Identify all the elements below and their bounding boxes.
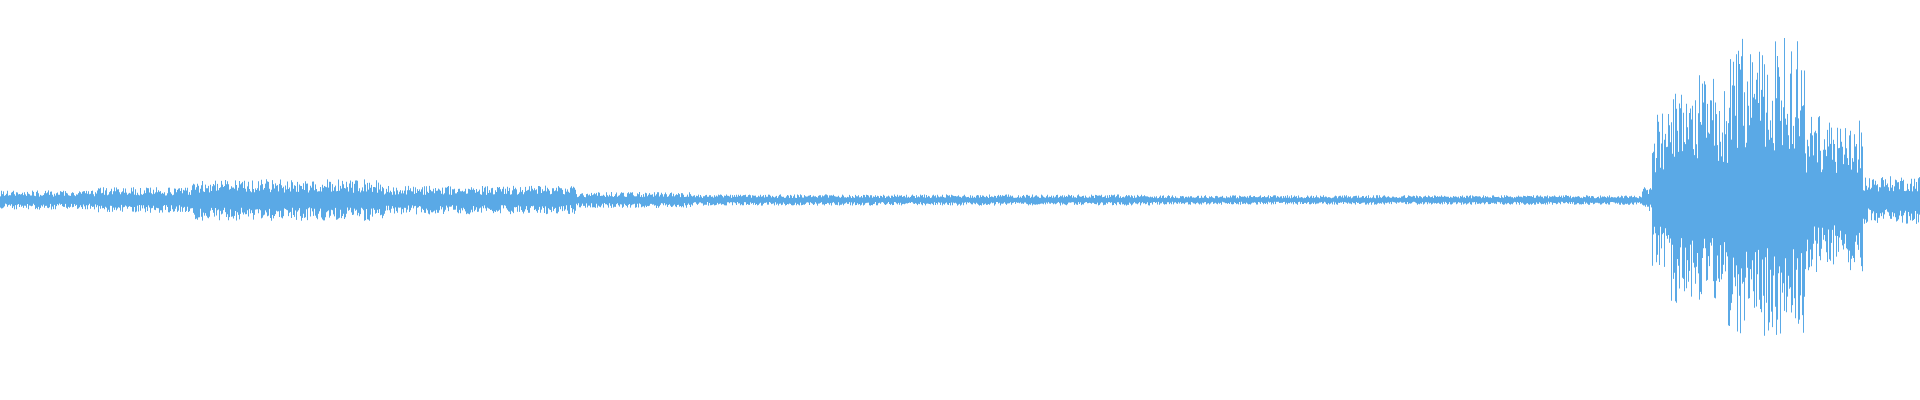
- waveform-bars: [0, 38, 1920, 336]
